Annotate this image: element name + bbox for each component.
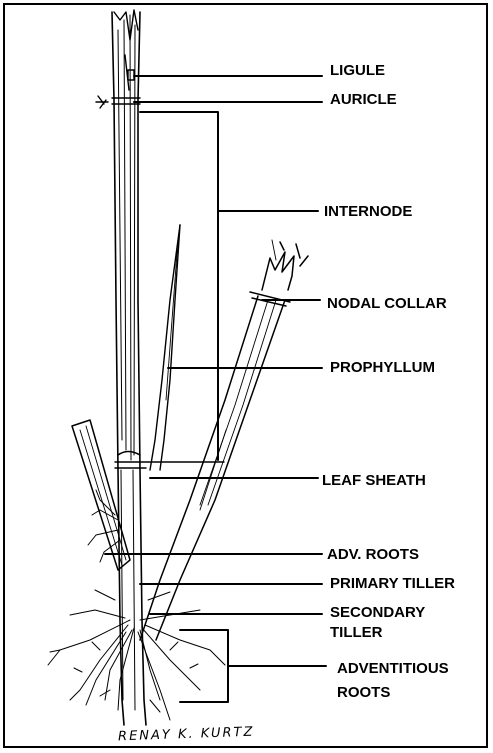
label-leaf-sheath: LEAF SHEATH	[322, 472, 426, 490]
root-mass	[48, 590, 225, 720]
label-secondary-tiller-2: TILLER	[330, 624, 383, 642]
label-adventitious-roots-2: ROOTS	[337, 684, 390, 702]
main-culm	[112, 12, 146, 725]
label-auricle: AURICLE	[330, 91, 397, 109]
label-adv-roots: ADV. ROOTS	[327, 546, 419, 564]
label-nodal-collar: NODAL COLLAR	[327, 295, 447, 313]
prophyllum	[150, 225, 180, 470]
label-adventitious-roots-1: ADVENTITIOUS	[337, 660, 449, 678]
label-ligule: LIGULE	[330, 62, 385, 80]
label-prophyllum: PROPHYLLUM	[330, 359, 435, 377]
label-primary-tiller: PRIMARY TILLER	[330, 575, 455, 593]
label-secondary-tiller-1: SECONDARY	[330, 604, 425, 622]
label-internode: INTERNODE	[324, 203, 412, 221]
